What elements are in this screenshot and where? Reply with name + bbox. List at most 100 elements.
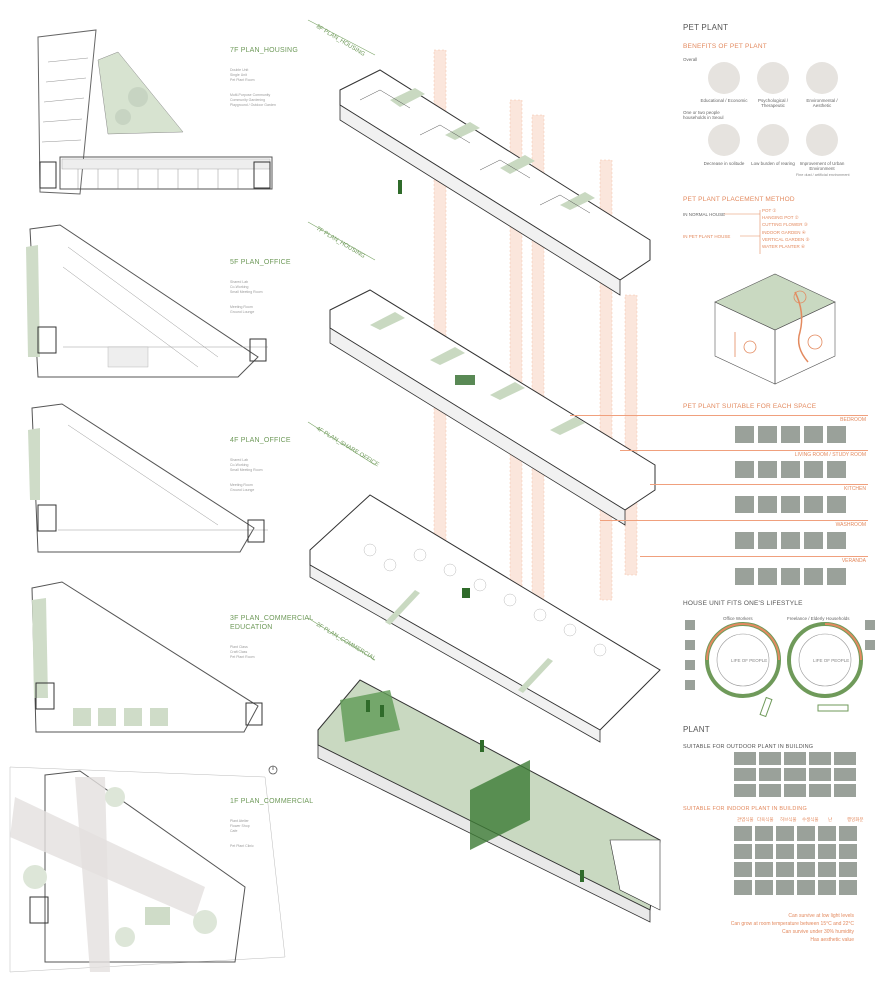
plant-photo	[797, 862, 815, 877]
floor-plan-3f	[31, 581, 263, 733]
benefit-icon-urban	[806, 124, 838, 156]
plant-photo	[759, 768, 781, 781]
space-divider	[640, 556, 868, 557]
placement-method: WATER PLANTER ⑥	[762, 244, 806, 250]
axo-4f-office	[309, 494, 661, 743]
spaces-title: PET PLANT SUITABLE FOR EACH SPACE	[683, 403, 817, 410]
placement-connector	[724, 210, 761, 254]
indoor-col-3: 허브식물	[780, 817, 797, 822]
space-label: WASHROOM	[835, 522, 866, 528]
space-thumbs-kitchen	[735, 496, 846, 513]
plant-photo	[759, 784, 781, 797]
plant-photo	[735, 568, 754, 585]
plant-photo	[839, 880, 857, 895]
benefits-title: BENEFITS OF PET PLANT	[683, 43, 767, 50]
floor-plan-7f	[37, 29, 273, 195]
space-label: KITCHEN	[844, 486, 866, 492]
plant-photo	[758, 568, 777, 585]
plan-title-1f: 1F PLAN_COMMERCIAL	[230, 798, 314, 805]
plant-photo	[809, 752, 831, 765]
plant-photo	[804, 496, 823, 513]
condition-line: Has aesthetic value	[810, 937, 854, 943]
outdoor-title: SUITABLE FOR OUTDOOR PLANT IN BUILDING	[683, 744, 814, 750]
plant-photo	[735, 461, 754, 478]
benefits-side-note: One or two people households in Seoul	[683, 110, 724, 120]
plant-photo	[734, 880, 752, 895]
plant-photo	[781, 496, 800, 513]
plant-photo	[734, 862, 752, 877]
placement-method: VERTICAL GARDEN ⑤	[762, 236, 810, 242]
space-label: LIVING ROOM / STUDY ROOM	[794, 452, 866, 458]
plant-photo	[758, 461, 777, 478]
space-thumbs-washroom	[735, 532, 846, 549]
benefit-icon-environmental	[806, 62, 838, 94]
plant-photo	[804, 532, 823, 549]
indoor-col-4: 수생식물	[802, 817, 819, 822]
north-arrow-icon	[268, 765, 278, 775]
lifestyle-title: HOUSE UNIT FITS ONE'S LIFESTYLE	[683, 600, 803, 607]
lifestyle-cycles	[685, 620, 875, 718]
pet-plant-title: PET PLANT	[683, 23, 729, 32]
placement-methods: POT ① HANGING POT ② CUTTING FLOWER ③ IND…	[762, 207, 810, 250]
plant-photo	[776, 862, 794, 877]
plant-title: PLANT	[683, 725, 710, 734]
plant-photo	[735, 496, 754, 513]
plant-photo	[818, 826, 836, 841]
lifestyle-cycle-label-1: LIFE OF PEOPLE	[731, 658, 768, 663]
plant-photo	[755, 880, 773, 895]
axo-7f-housing	[329, 289, 656, 526]
plant-photo	[776, 880, 794, 895]
placement-method: INDOOR GARDEN ④	[762, 229, 806, 235]
plant-photo	[776, 844, 794, 859]
plant-photo	[834, 768, 856, 781]
plant-photo	[758, 496, 777, 513]
plant-photo	[797, 844, 815, 859]
benefit-icon-educational	[708, 62, 740, 94]
plant-photo	[834, 784, 856, 797]
plant-photo	[734, 784, 756, 797]
lifestyle-group-office: Office Workers	[723, 616, 753, 621]
space-divider	[620, 450, 868, 451]
condition-line: Can survive under 30% humidity	[782, 929, 854, 935]
space-thumbs-veranda	[735, 568, 846, 585]
plan-title-3f: 3F PLAN_COMMERCIAL	[230, 615, 314, 622]
plant-photo	[735, 532, 754, 549]
plan-title-4f: 4F PLAN_OFFICE	[230, 437, 291, 444]
plant-photo	[784, 768, 806, 781]
floor-plan-4f	[28, 403, 268, 553]
benefit-label-rearing: Low burden of rearing	[751, 161, 795, 166]
plant-photo	[735, 426, 754, 443]
plant-photo	[755, 844, 773, 859]
axo-2f-commercial	[317, 679, 661, 923]
plant-photo	[818, 880, 836, 895]
plan-title-3f-line2: EDUCATION	[230, 624, 273, 631]
placement-title: PET PLANT PLACEMENT METHOD	[683, 196, 795, 203]
space-thumbs-living	[735, 461, 846, 478]
placement-method: HANGING POT ②	[762, 215, 799, 221]
plant-photo	[758, 532, 777, 549]
plant-photo	[827, 496, 846, 513]
lifestyle-cycle-label-2: LIFE OF PEOPLE	[813, 658, 850, 663]
indoor-col-6: 행잉화분	[847, 817, 864, 822]
plant-photo	[734, 752, 756, 765]
plant-photo	[827, 461, 846, 478]
condition-line: Can grow at room temperature between 15°…	[730, 921, 854, 927]
plant-photo	[781, 426, 800, 443]
space-label: VERANDA	[841, 558, 866, 564]
plant-photo	[834, 752, 856, 765]
plant-photo	[784, 752, 806, 765]
benefit-label-urban: Improvement of Urban Environment	[799, 161, 845, 171]
plant-photo	[827, 532, 846, 549]
benefit-icon-rearing	[757, 124, 789, 156]
plant-photo	[804, 461, 823, 478]
indoor-col-1: 관엽식물	[737, 817, 754, 822]
plant-photo	[759, 752, 781, 765]
indoor-col-2: 다육식물	[757, 817, 774, 822]
plant-photo	[797, 880, 815, 895]
space-divider	[600, 520, 868, 521]
space-divider	[650, 484, 868, 485]
plan-title-5f: 5F PLAN_OFFICE	[230, 259, 291, 266]
benefit-label-solitude: Decrease in solitude	[703, 161, 745, 166]
